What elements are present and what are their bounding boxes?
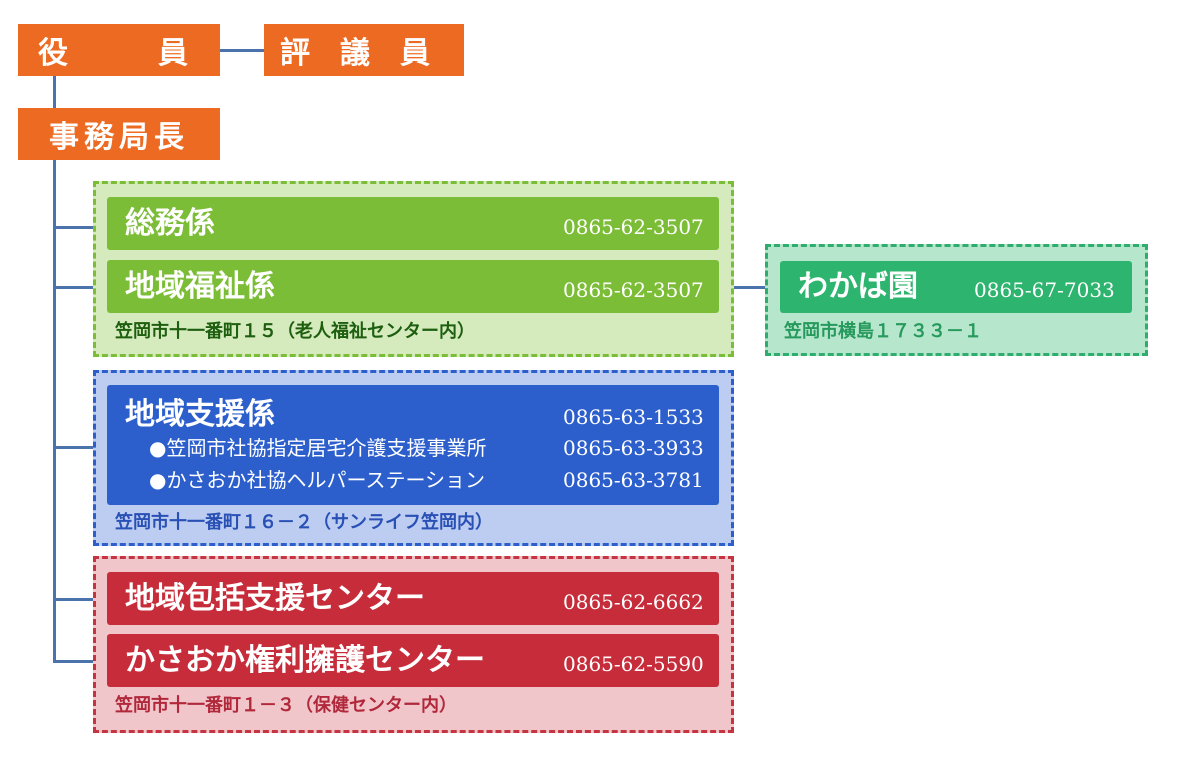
connector-branch-rights-advocacy [53,660,107,663]
helper-station-name: ●かさおか社協ヘルパーステーション [149,468,486,492]
connector-welfare-wakaba [718,286,782,289]
rights-advocacy-center-tel: 0865-62-5590 [563,652,704,676]
secretary-general-box: 事務局長 [18,108,220,160]
rights-advocacy-center-section: かさおか権利擁護センター 0865-62-5590 [107,634,719,687]
community-support-address: 笠岡市十一番町１６－２（サンライフ笠岡内） [115,512,493,533]
connector-branch-comprehensive-support [53,598,107,601]
care-support-office-name: ●笠岡市社協指定居宅介護支援事業所 [149,436,487,460]
wakaba-name: わかば園 [798,269,918,304]
councilors-label: 評 議 員 [280,36,430,71]
connector-trunk [53,158,56,663]
comprehensive-support-center-tel: 0865-62-6662 [563,590,704,614]
connector-branch-community-welfare [53,286,107,289]
general-affairs-section: 総務係 0865-62-3507 [107,197,719,250]
community-welfare-section: 地域福祉係 0865-62-3507 [107,260,719,313]
welfare-group-address: 笠岡市十一番町１５（老人福祉センター内） [115,321,475,342]
connector-branch-general-affairs [53,226,107,229]
comprehensive-support-center-section: 地域包括支援センター 0865-62-6662 [107,572,719,625]
community-support-tel: 0865-63-1533 [563,405,704,429]
care-support-office-tel: 0865-63-3933 [563,436,704,460]
officers-box: 役 員 [18,24,220,76]
officers-label: 役 員 [38,36,188,71]
connector-branch-community-support [53,446,107,449]
community-support-name: 地域支援係 [125,397,275,432]
secretary-general-label: 事務局長 [49,120,189,155]
center-group-address: 笠岡市十一番町１－３（保健センター内） [115,695,457,716]
general-affairs-name: 総務係 [125,206,215,241]
connector-officers-councilors [220,49,266,52]
comprehensive-support-center-name: 地域包括支援センター [125,581,425,616]
helper-station-tel: 0865-63-3781 [563,468,704,492]
community-welfare-tel: 0865-62-3507 [563,278,704,302]
community-welfare-name: 地域福祉係 [125,269,275,304]
community-support-section: 地域支援係 0865-63-1533 ●笠岡市社協指定居宅介護支援事業所 086… [107,385,719,505]
connector-officers-secretary [53,76,56,110]
general-affairs-tel: 0865-62-3507 [563,215,704,239]
wakaba-section: わかば園 0865-67-7033 [780,261,1132,313]
rights-advocacy-center-name: かさおか権利擁護センター [125,643,485,678]
wakaba-tel: 0865-67-7033 [974,278,1115,302]
councilors-box: 評 議 員 [264,24,464,76]
wakaba-address: 笠岡市横島１７３３－１ [784,321,982,342]
